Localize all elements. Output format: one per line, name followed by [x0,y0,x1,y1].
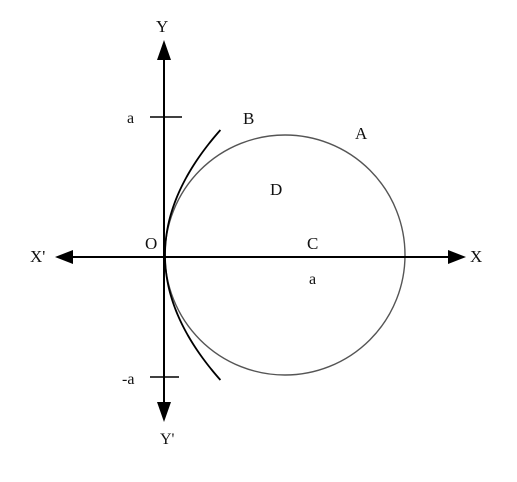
y-axis-arrow-down [157,402,171,422]
hatch-line [164,204,174,241]
hatch-line [242,110,297,240]
hatch-line [258,110,313,240]
tick-label-a-y: a [127,110,134,127]
circle-curve [164,134,406,376]
x-axis-arrow-right [448,250,466,264]
hatch-line [290,110,345,240]
hatch-line [210,110,265,240]
y-axis-arrow-up [157,40,171,60]
origin-label: O [145,234,157,253]
point-c-label: C [307,234,318,253]
point-d-label: D [270,180,282,199]
y-axis-label: Y [156,17,168,36]
hatch-line [226,110,281,240]
x-axis-label: X [470,247,482,266]
parabola-curve [164,129,222,381]
hatch-line [370,110,425,240]
hatch-line [164,204,174,241]
x-neg-axis-label: X' [30,247,45,266]
tick-label-neg-a-y: -a [122,371,134,388]
hatch-line [178,110,233,240]
point-b-label: B [243,109,254,128]
y-neg-axis-label: Y' [160,431,175,448]
hatch-line [306,110,361,240]
hatch-line [322,110,377,240]
x-axis-arrow-left [55,250,73,264]
hatch-line [274,110,329,240]
hatch-line [194,110,249,240]
tick-label-a-x: a [309,271,316,288]
shaded-region-hatching [164,110,425,241]
point-a-label: A [355,124,368,143]
